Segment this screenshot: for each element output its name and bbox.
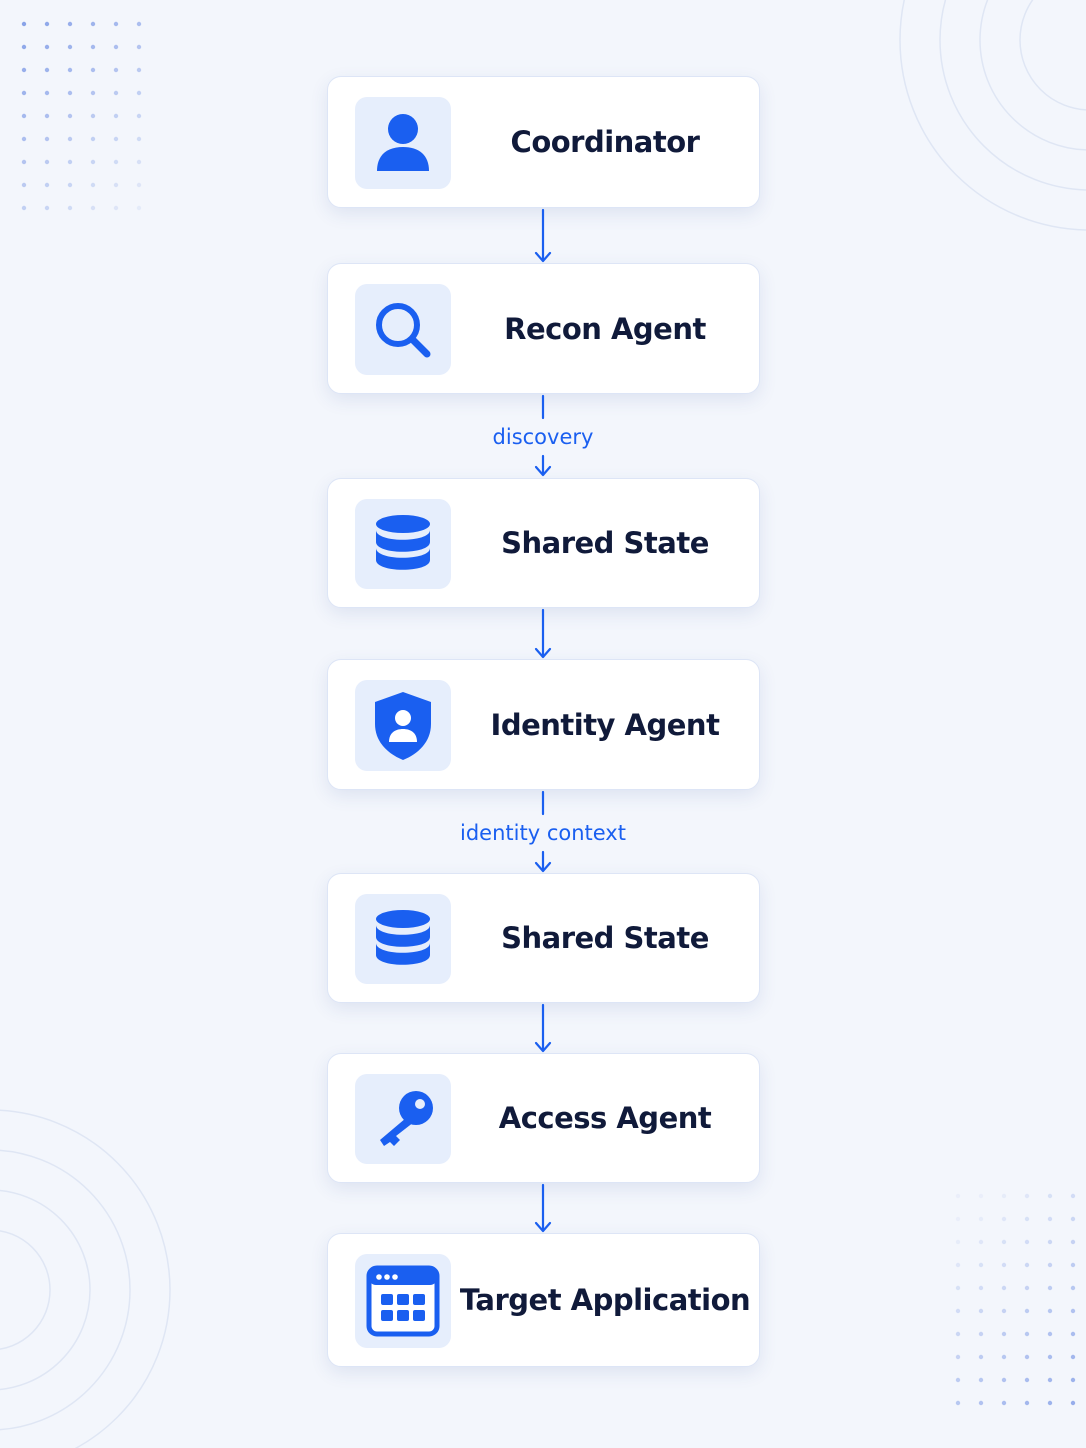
edge-arrow — [534, 608, 552, 659]
node-label: Coordinator — [510, 125, 700, 159]
node-coordinator[interactable]: Coordinator — [327, 76, 760, 208]
node-label: Access Agent — [498, 1101, 712, 1135]
edge-arrow — [534, 790, 552, 873]
node-identity-agent[interactable]: Identity Agent — [327, 659, 760, 790]
icon-tile — [355, 1254, 451, 1348]
icon-tile — [355, 97, 451, 189]
edge-label-identity-context: identity context — [393, 820, 693, 846]
node-recon-agent[interactable]: Recon Agent — [327, 263, 760, 394]
key-icon — [380, 1091, 433, 1146]
edge-arrow — [534, 1183, 552, 1233]
edge-arrow — [534, 394, 552, 477]
node-label: Shared State — [501, 921, 709, 955]
node-label: Target Application — [459, 1283, 751, 1317]
node-label: Identity Agent — [490, 707, 720, 742]
search-icon — [376, 302, 431, 357]
icon-tile — [355, 680, 451, 771]
node-shared-state-1[interactable]: Shared State — [327, 478, 760, 608]
icon-tile — [355, 284, 451, 375]
app-grid-icon — [366, 1265, 440, 1337]
user-icon — [377, 114, 429, 171]
edge-arrow — [534, 208, 552, 263]
node-label: Recon Agent — [504, 311, 706, 346]
icon-tile — [355, 894, 451, 984]
edge-label-discovery: discovery — [393, 424, 693, 450]
database-icon — [376, 515, 430, 570]
node-shared-state-2[interactable]: Shared State — [327, 873, 760, 1003]
database-icon — [376, 910, 430, 965]
node-target-application[interactable]: Target Application — [327, 1233, 760, 1367]
edge-arrow — [534, 1003, 552, 1053]
shield-user-icon — [375, 691, 431, 760]
icon-tile — [355, 1074, 451, 1164]
icon-tile — [355, 499, 451, 589]
node-label: Shared State — [501, 526, 709, 560]
node-access-agent[interactable]: Access Agent — [327, 1053, 760, 1183]
